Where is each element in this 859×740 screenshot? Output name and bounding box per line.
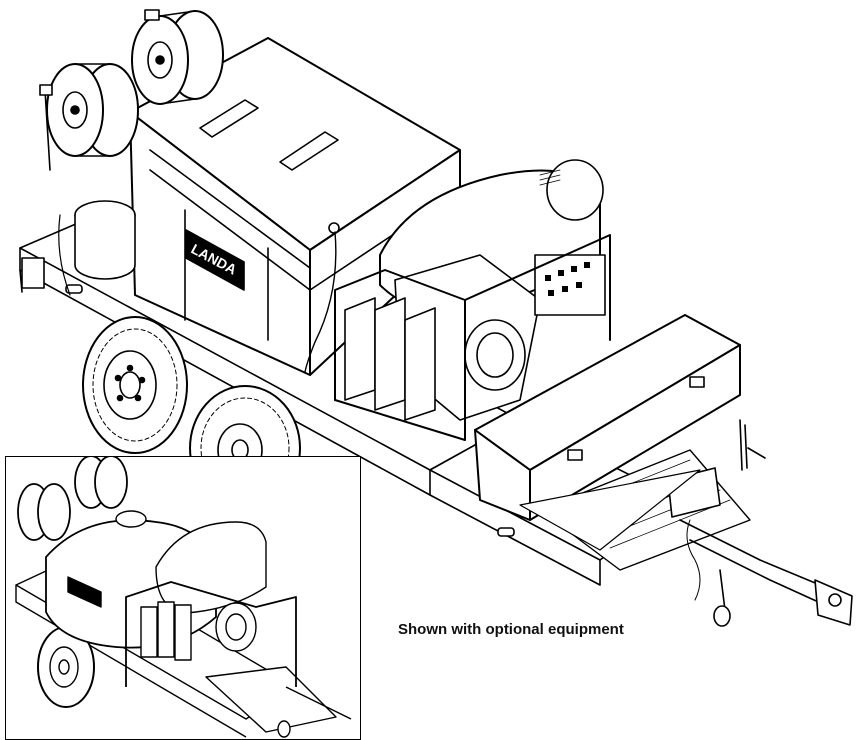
hose-reel-front [131, 9, 224, 105]
fuel-tanks [344, 297, 436, 421]
inset-illustration-frame [5, 456, 361, 740]
tool-box [474, 314, 741, 551]
roll-cage [334, 234, 611, 441]
chemical-tank [58, 200, 136, 296]
inset-trailer-illustration [15, 457, 352, 738]
hose-reel-rear [39, 63, 139, 171]
rear-wheel [82, 316, 188, 454]
caption-text: Shown with optional equipment [398, 621, 624, 638]
